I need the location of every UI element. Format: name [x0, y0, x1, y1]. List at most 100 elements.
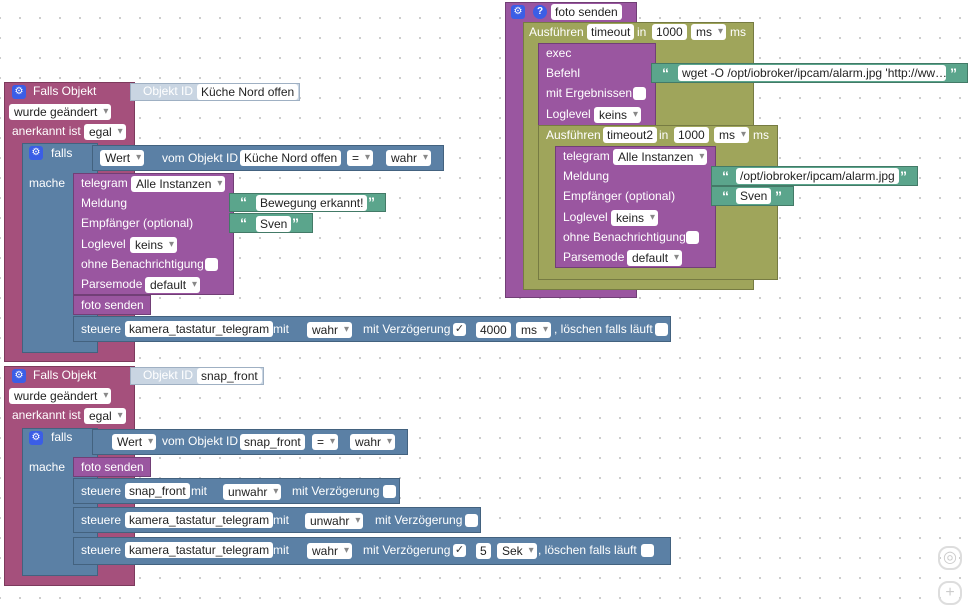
empfaenger-field[interactable]: Sven: [256, 216, 292, 232]
value-dropdown[interactable]: wahr: [386, 150, 432, 166]
quote-close-icon: ”: [368, 194, 375, 210]
value-dropdown[interactable]: wahr: [350, 434, 396, 450]
loglevel-dropdown[interactable]: keins: [130, 237, 178, 253]
timeout-value-field[interactable]: 1000: [652, 24, 687, 40]
wert-dropdown[interactable]: Wert: [100, 150, 145, 166]
trigger-title: Falls Objekt: [33, 368, 97, 382]
instance-dropdown[interactable]: Alle Instanzen: [131, 176, 226, 192]
befehl-field[interactable]: wget -O /opt/iobroker/ipcam/alarm.jpg 'h…: [678, 65, 946, 81]
mit-label: mit: [273, 322, 289, 336]
telegram-block[interactable]: [555, 146, 716, 268]
if-label: falls: [51, 146, 73, 160]
wert-dropdown[interactable]: Wert: [112, 434, 157, 450]
control-object-field[interactable]: kamera_tastatur_telegram: [125, 542, 274, 558]
function-call-block[interactable]: [73, 457, 151, 477]
do-label: mache: [29, 460, 66, 474]
parsemode-label: Parsemode: [81, 277, 143, 291]
quote-open-icon: “: [722, 168, 729, 184]
function-call-label: foto senden: [81, 298, 144, 312]
ack-dropdown[interactable]: egal: [84, 124, 126, 140]
timeout-suffix: ms: [753, 128, 769, 142]
mit-label: mit: [273, 543, 289, 557]
in-label: in: [637, 25, 647, 39]
quote-close-icon: ”: [950, 65, 957, 81]
trigger-dropdown[interactable]: wurde geändert: [9, 388, 112, 404]
meldung-field[interactable]: Bewegung erkannt!: [256, 195, 368, 211]
if-label: falls: [51, 430, 73, 444]
quote-close-icon: ”: [292, 215, 299, 231]
control-value-dropdown[interactable]: wahr: [307, 322, 353, 338]
telegram-label: telegram: [563, 149, 610, 163]
parsemode-dropdown[interactable]: default: [145, 277, 201, 293]
timeout-unit-dropdown[interactable]: ms: [714, 127, 749, 143]
operator-dropdown[interactable]: =: [312, 434, 339, 450]
control-object-field[interactable]: kamera_tastatur_telegram: [125, 321, 274, 337]
loglevel-dropdown[interactable]: keins: [594, 107, 642, 123]
control-object-field[interactable]: snap_front: [125, 483, 190, 499]
objid-field[interactable]: snap_front: [197, 368, 262, 384]
ack-dropdown[interactable]: egal: [84, 408, 126, 424]
help-icon[interactable]: ?: [533, 5, 547, 19]
plus-icon[interactable]: +: [938, 581, 962, 605]
operator-dropdown[interactable]: =: [347, 150, 374, 166]
timeout-unit-dropdown[interactable]: ms: [691, 24, 726, 40]
empfaenger-field[interactable]: Sven: [736, 188, 772, 204]
timeout-value-field[interactable]: 1000: [674, 127, 709, 143]
gear-icon[interactable]: ⚙: [511, 5, 525, 19]
control-value-dropdown[interactable]: wahr: [307, 543, 353, 559]
delay-unit-dropdown[interactable]: ms: [516, 322, 551, 338]
gear-icon[interactable]: ⚙: [12, 369, 26, 383]
control-object-field[interactable]: kamera_tastatur_telegram: [125, 512, 274, 528]
timeout-name-field[interactable]: timeout: [587, 24, 635, 40]
quote-open-icon: “: [662, 65, 669, 81]
timeout-name-field[interactable]: timeout2: [603, 127, 658, 143]
trigger-title: Falls Objekt: [33, 84, 97, 98]
delay-checkbox[interactable]: [383, 485, 396, 498]
befehl-label: Befehl: [546, 66, 581, 80]
telegram-block[interactable]: [73, 173, 234, 295]
quote-open-icon: “: [240, 194, 247, 210]
delay-checkbox[interactable]: ✓: [453, 323, 466, 336]
instance-dropdown[interactable]: Alle Instanzen: [613, 149, 708, 165]
objid-label: Objekt ID: [143, 368, 194, 382]
function-call-block[interactable]: [73, 295, 151, 315]
quote-open-icon: “: [240, 215, 247, 231]
silent-checkbox[interactable]: [205, 258, 218, 271]
delay-label: mit Verzögerung: [375, 513, 463, 527]
telegram-label: telegram: [81, 176, 128, 190]
delay-field[interactable]: 5: [476, 543, 491, 559]
condition-object-field[interactable]: snap_front: [240, 434, 305, 450]
trigger-dropdown[interactable]: wurde geändert: [9, 104, 112, 120]
ergebnissen-checkbox[interactable]: [633, 87, 646, 100]
function-name-field[interactable]: foto senden: [551, 4, 622, 20]
ack-label: anerkannt ist: [12, 124, 81, 138]
clear-label: , löschen falls läuft: [554, 322, 653, 336]
mit-label: mit: [273, 513, 289, 527]
gear-icon[interactable]: ⚙: [29, 431, 43, 445]
empfaenger-label: Empfänger (optional): [563, 189, 676, 203]
delay-label: mit Verzögerung: [363, 322, 451, 336]
condition-object-field[interactable]: Küche Nord offen: [240, 150, 342, 166]
quote-close-icon: ”: [900, 168, 907, 184]
gear-icon[interactable]: ⚙: [29, 146, 43, 160]
delay-checkbox[interactable]: ✓: [453, 544, 466, 557]
meldung-label: Meldung: [563, 169, 610, 183]
loglevel-label: Loglevel: [563, 210, 608, 224]
loglevel-dropdown[interactable]: keins: [611, 210, 659, 226]
delay-unit-dropdown[interactable]: Sek: [497, 543, 537, 559]
meldung-field[interactable]: /opt/iobroker/ipcam/alarm.jpg: [736, 168, 899, 184]
empfaenger-label: Empfänger (optional): [81, 216, 194, 230]
ergebnissen-label: mit Ergebnissen: [546, 86, 633, 100]
objid-field[interactable]: Küche Nord offen: [197, 84, 299, 100]
control-value-dropdown[interactable]: unwahr: [223, 484, 282, 500]
delay-label: mit Verzögerung: [292, 484, 380, 498]
parsemode-dropdown[interactable]: default: [627, 250, 683, 266]
gear-icon[interactable]: ⚙: [12, 85, 26, 99]
delay-field[interactable]: 4000: [476, 322, 511, 338]
silent-checkbox[interactable]: [686, 231, 699, 244]
clear-checkbox[interactable]: [641, 544, 654, 557]
clear-checkbox[interactable]: [655, 323, 668, 336]
target-icon[interactable]: ◎: [938, 546, 962, 570]
delay-checkbox[interactable]: [465, 514, 478, 527]
control-value-dropdown[interactable]: unwahr: [305, 513, 364, 529]
